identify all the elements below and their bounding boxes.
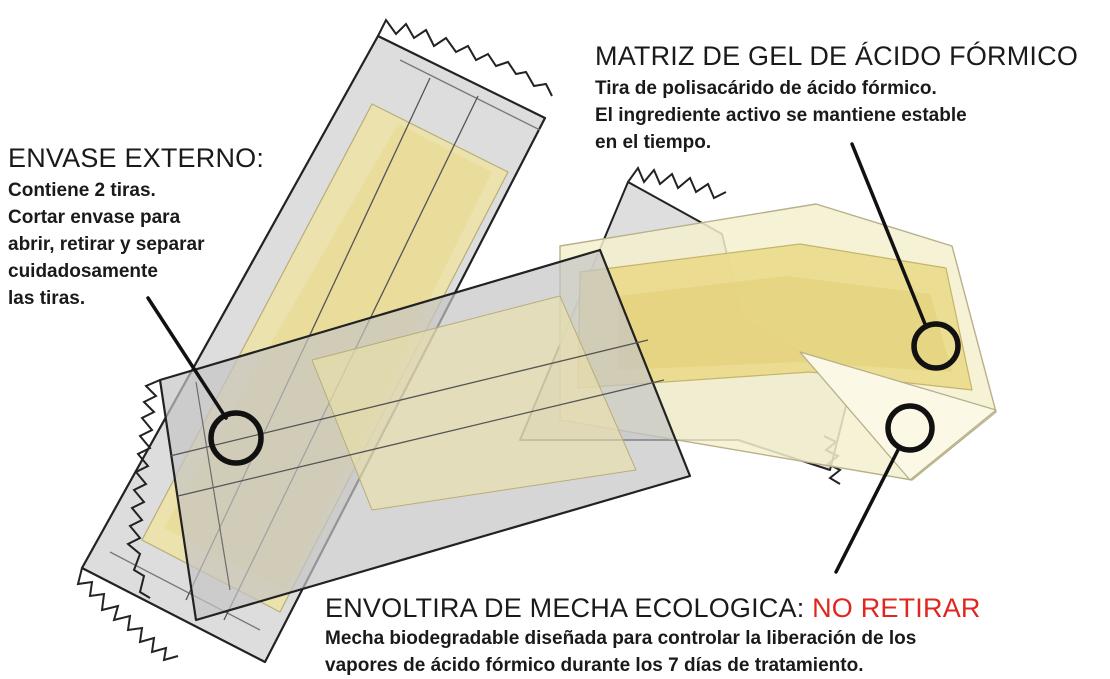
wick-wrap-line: vapores de ácido fórmico durante los 7 d…	[325, 654, 864, 676]
back-packet-top-crimp	[377, 18, 553, 97]
outer-package-marker-circle	[208, 410, 264, 466]
wick-wrap-line: Mecha biodegradable diseñada para contro…	[325, 627, 917, 649]
wick-wrap-marker-circle	[885, 403, 935, 453]
gel-matrix-marker	[850, 142, 961, 371]
gel-matrix-marker-circle	[911, 321, 961, 371]
outer-package-marker	[146, 296, 264, 466]
wick-wrap	[559, 203, 997, 481]
wick-wrap-marker	[834, 403, 935, 574]
front-packet-gel-strip	[311, 295, 637, 511]
wick-wrap-description: Mecha biodegradable diseñada para contro…	[325, 626, 981, 679]
outer-package-description: Contiene 2 tiras. Cortar envase para abr…	[8, 178, 264, 313]
front-packet-left-crimp	[126, 379, 161, 599]
outer-package-line: Contiene 2 tiras.	[8, 179, 156, 201]
back-packet-bottom-crimp	[76, 567, 179, 662]
outer-package-line: Cortar envase para	[8, 206, 181, 228]
outer-package-line: cuidadosamente	[8, 260, 158, 282]
wick-fold-flap	[799, 351, 997, 481]
gel-matrix-title: MATRIZ DE GEL DE ÁCIDO FÓRMICO	[595, 41, 1079, 71]
wick-wrap-title: ENVOLTIRA DE MECHA ECOLOGICA:	[325, 593, 813, 623]
gel-matrix-line: Tira de polisacárido de ácido fórmico.	[595, 77, 937, 99]
outer-package-title: ENVASE EXTERNO:	[8, 143, 265, 173]
gel-matrix-description: Tira de polisacárido de ácido fórmico. E…	[595, 76, 1078, 157]
do-not-remove-warning: NO RETIRAR	[812, 593, 981, 623]
wick-wrap-title-row: ENVOLTIRA DE MECHA ECOLOGICA: NO RETIRAR	[325, 593, 981, 624]
wick-wrap-callout: ENVOLTIRA DE MECHA ECOLOGICA: NO RETIRAR…	[325, 593, 981, 679]
outer-package-line: abrir, retirar y separar	[8, 233, 205, 255]
gel-matrix-line: El ingrediente activo se mantiene establ…	[595, 104, 967, 126]
gel-matrix-line: en el tiempo.	[595, 131, 712, 153]
gel-matrix-callout: MATRIZ DE GEL DE ÁCIDO FÓRMICO Tira de p…	[595, 41, 1079, 157]
outer-package-line: las tiras.	[8, 287, 86, 309]
outer-package-callout: ENVASE EXTERNO: Contiene 2 tiras. Cortar…	[8, 143, 265, 313]
middle-packet-crimp	[627, 165, 727, 200]
front-packet	[126, 248, 692, 622]
